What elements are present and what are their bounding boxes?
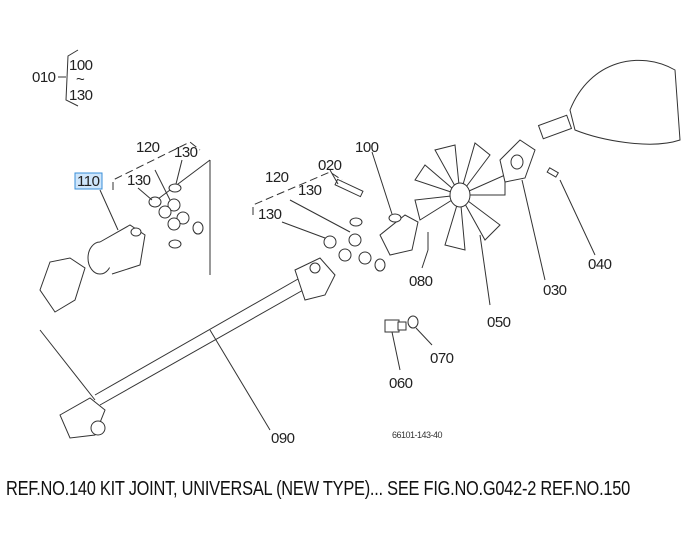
label-130-middle-top[interactable]: 130 xyxy=(298,182,322,199)
highlight-box-110 xyxy=(74,172,103,190)
label-120-left[interactable]: 120 xyxy=(136,139,160,156)
label-090[interactable]: 090 xyxy=(271,430,295,447)
label-120-middle[interactable]: 120 xyxy=(265,169,289,186)
label-040[interactable]: 040 xyxy=(588,256,612,273)
label-110[interactable]: 110 xyxy=(77,173,100,190)
label-130-range: 130 xyxy=(69,87,93,104)
label-130-middle[interactable]: 130 xyxy=(258,206,282,223)
left-joint-group xyxy=(39,141,211,313)
exploded-view-drawing: 010 100 ~ 130 120 130 110 130 xyxy=(32,49,681,447)
label-050[interactable]: 050 xyxy=(487,314,511,331)
label-100-range: 100 xyxy=(69,57,93,74)
figure-code: 66101-143-40 xyxy=(392,430,443,440)
label-130-left[interactable]: 130 xyxy=(127,172,151,189)
range-tilde: ~ xyxy=(76,71,85,88)
kit-bracket xyxy=(58,49,79,107)
label-030[interactable]: 030 xyxy=(543,282,567,299)
shaft-090 xyxy=(39,257,336,439)
label-010[interactable]: 010 xyxy=(32,69,56,86)
label-080[interactable]: 080 xyxy=(409,273,433,290)
label-070[interactable]: 070 xyxy=(430,350,454,367)
reference-note: REF.NO.140 KIT JOINT, UNIVERSAL (NEW TYP… xyxy=(6,478,631,500)
fan-050 xyxy=(414,142,506,306)
middle-joint-group xyxy=(252,151,429,272)
label-130-left-top[interactable]: 130 xyxy=(174,144,198,161)
label-060[interactable]: 060 xyxy=(389,375,413,392)
label-020[interactable]: 020 xyxy=(318,157,342,174)
bolt-060-washer-070 xyxy=(384,315,433,371)
label-100[interactable]: 100 xyxy=(355,139,379,156)
hub-030 xyxy=(499,59,681,281)
